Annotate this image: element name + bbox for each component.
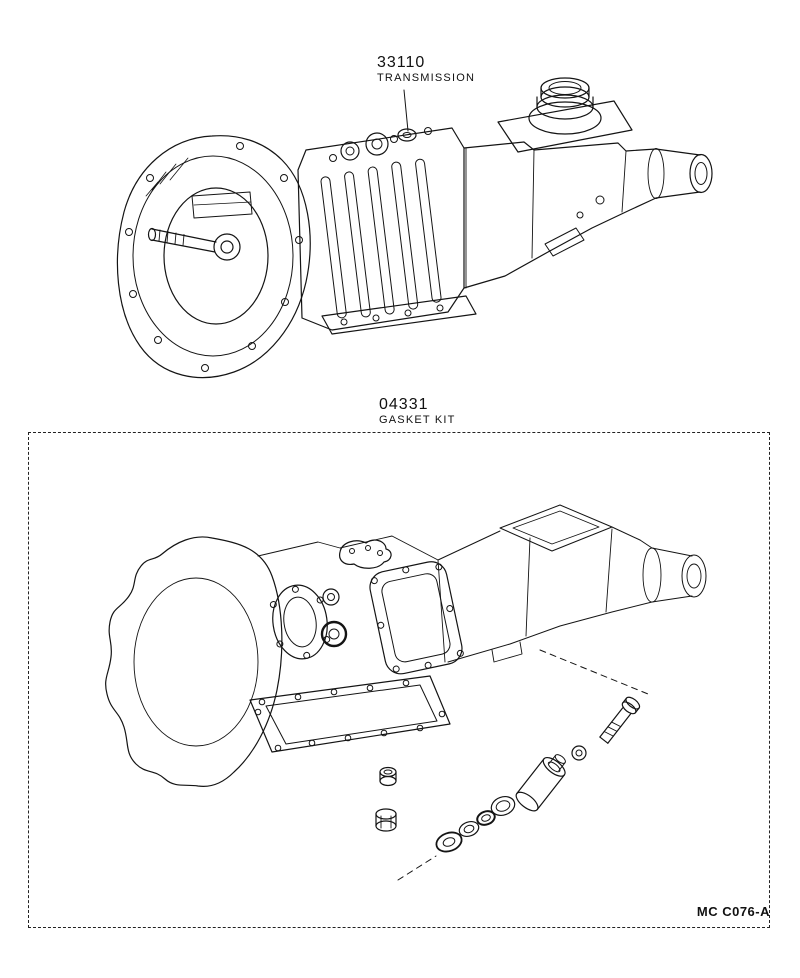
gear-case [297,127,477,335]
transmission-leader-line [403,89,409,132]
gasket-kit-part-number: 04331 [379,396,429,413]
hex-plug [375,808,397,832]
pan-gasket [249,675,451,753]
case-outline [437,504,707,663]
figure-code: MC C076-A [696,904,770,919]
o-ring [571,745,587,761]
shift-tower [497,77,633,153]
bolt [599,696,641,744]
gasket-kit-illustration [105,504,707,881]
washer-and-seal-set [435,795,516,853]
transmission-part-name: TRANSMISSION [377,72,476,84]
gasket-kit-part-name: GASKET KIT [379,414,456,426]
front-retainer-gasket [269,584,331,660]
bell-housing [116,135,311,379]
transmission-callout: 33110 TRANSMISSION [377,54,475,85]
gasket-kit-boundary [28,432,770,928]
leader-dashed-to-seals [397,855,437,881]
gasket-kit-callout: 04331 GASKET KIT [379,396,456,427]
top-small-gasket [339,539,392,569]
small-cap [379,766,397,787]
extension-housing [463,141,713,289]
input-seals [320,588,348,648]
housing-gasket-outline [105,535,439,787]
plunger-part [515,754,566,812]
side-cover-gasket [369,561,464,675]
leader-dashed-to-bolt [539,649,649,695]
transmission-assembly-illustration [116,77,713,379]
transmission-part-number: 33110 [377,54,426,71]
